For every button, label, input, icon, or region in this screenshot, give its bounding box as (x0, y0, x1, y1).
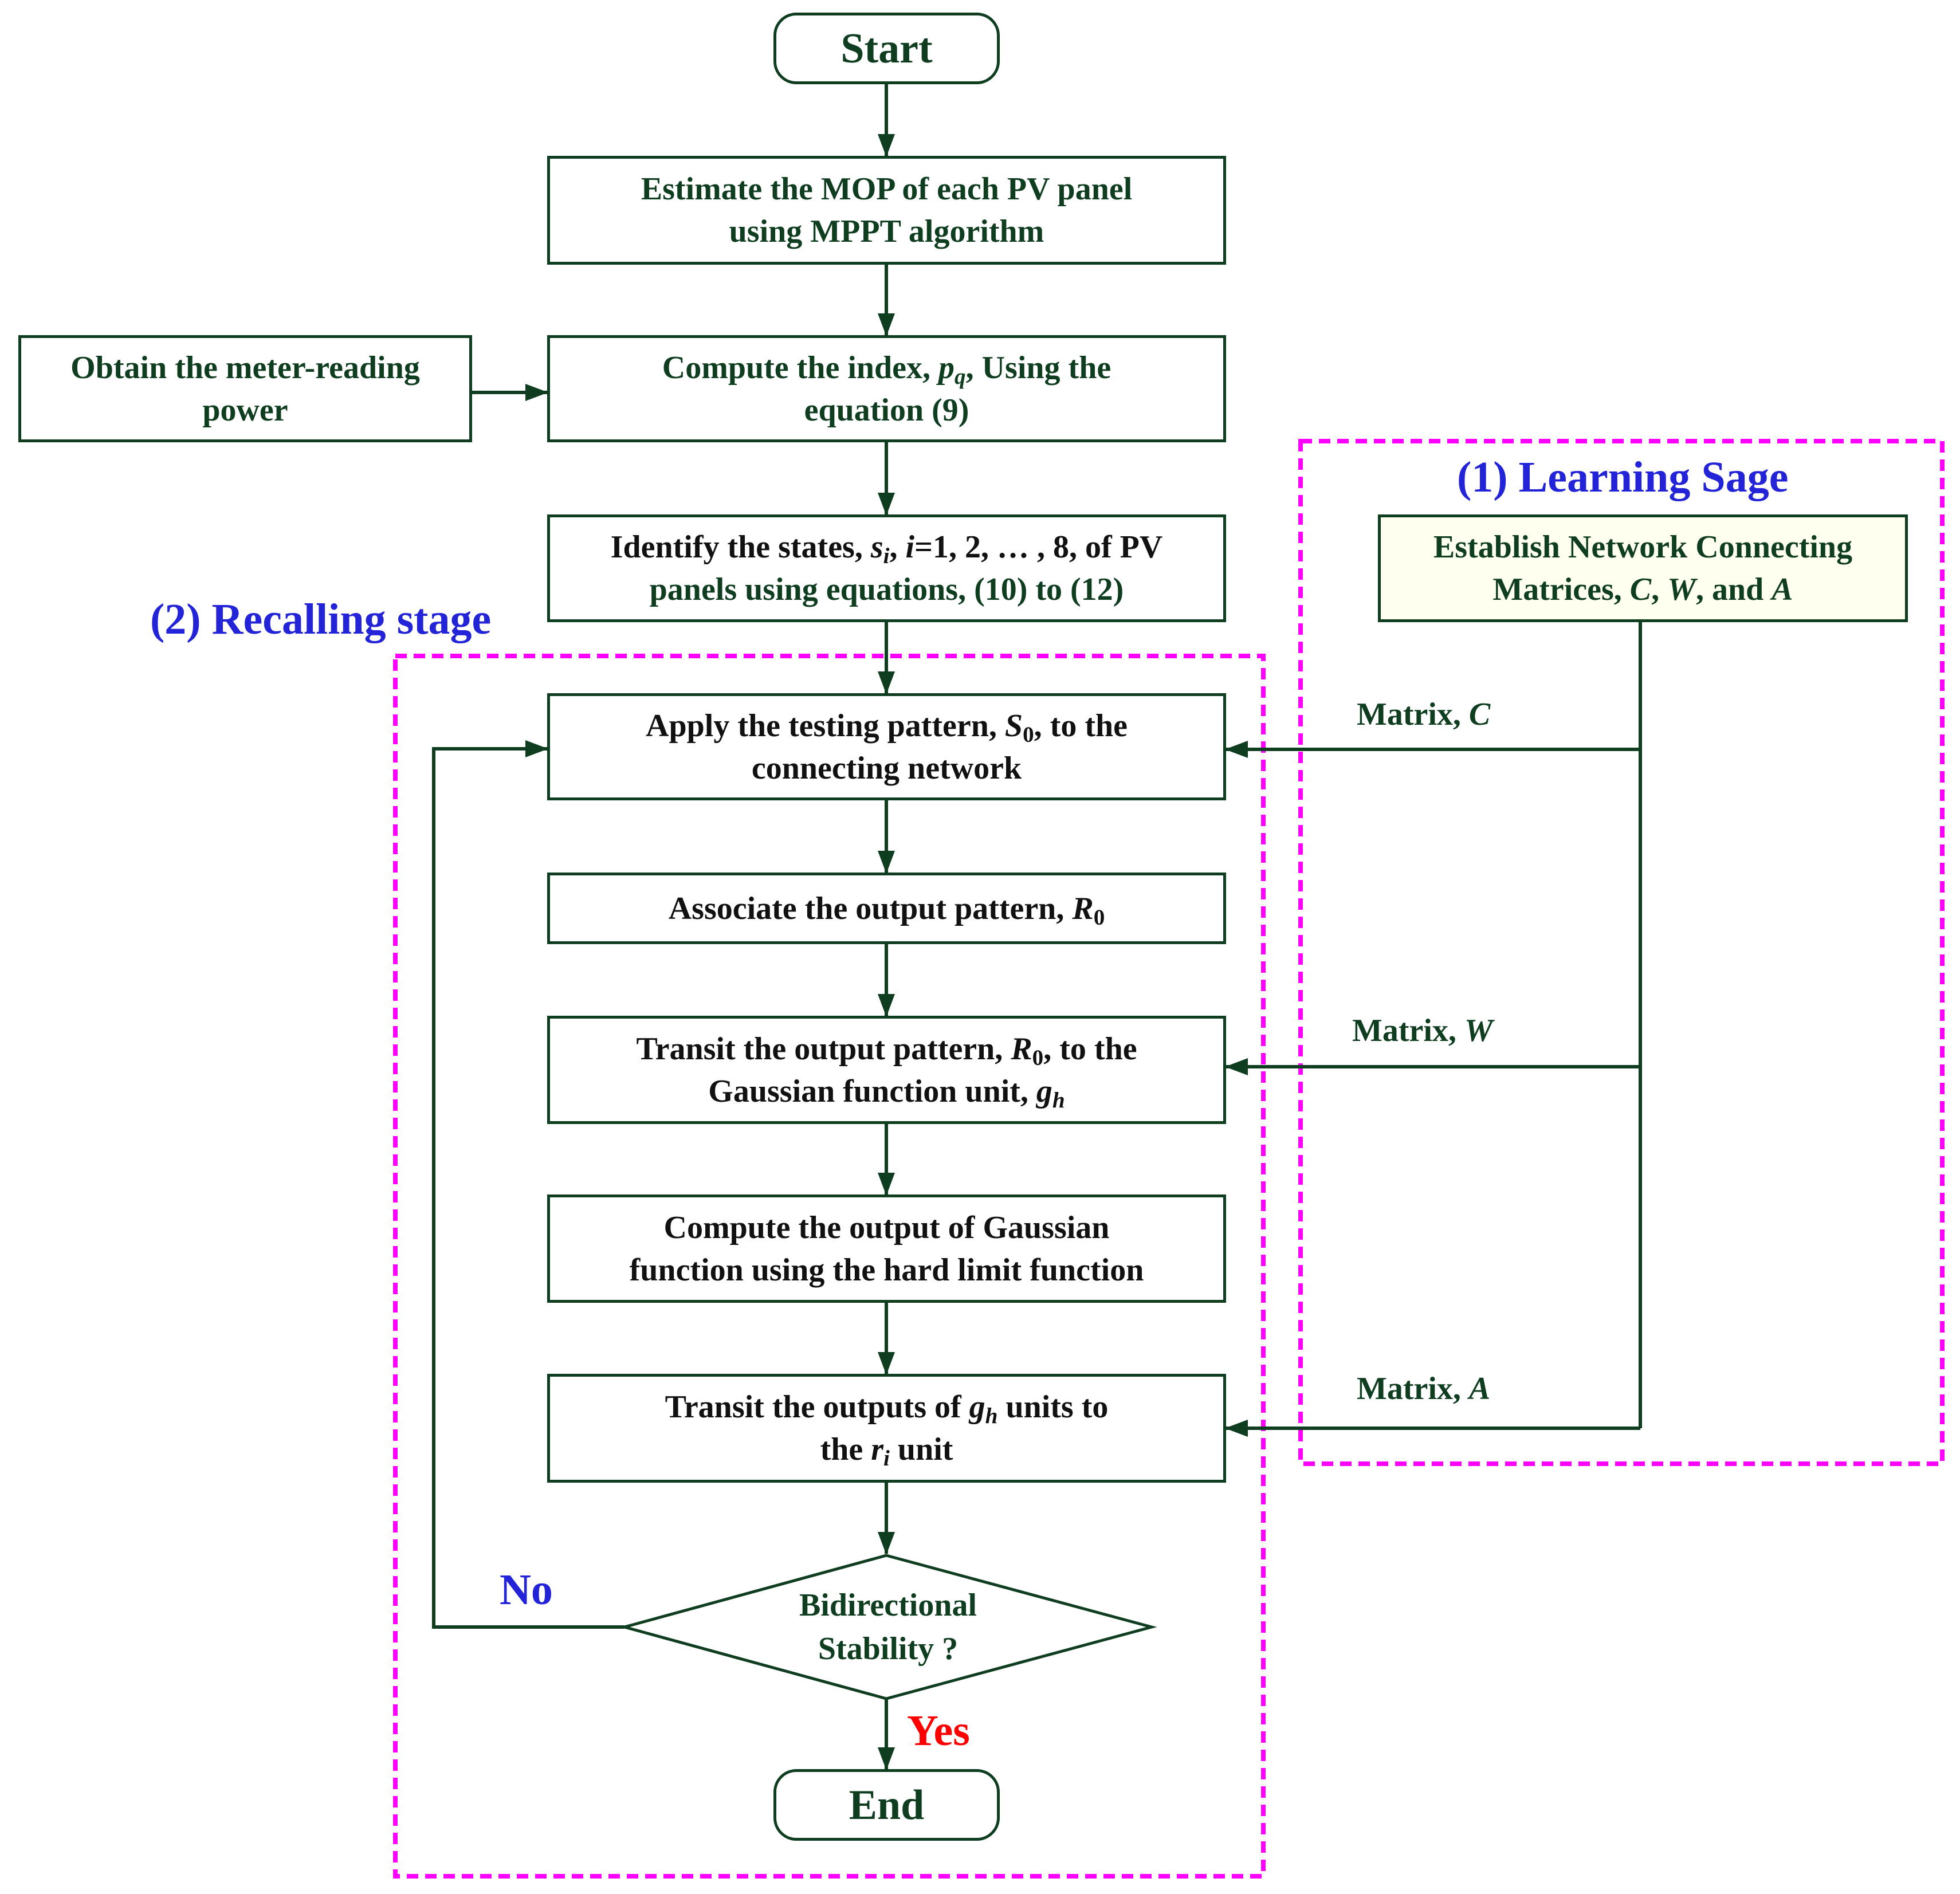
decision-text: Bidirectional Stability ? (624, 1555, 1152, 1699)
estimate-line1: Estimate the MOP of each PV panel (641, 171, 1133, 207)
transit-gaussian-box: Transit the output pattern, R0, to the G… (547, 1016, 1226, 1124)
learning-stage-region (1298, 439, 1945, 1466)
estimate-mop-box: Estimate the MOP of each PV panel using … (547, 156, 1226, 265)
compute-gaussian-line1: Compute the output of Gaussian (663, 1209, 1110, 1245)
associate-output-box: Associate the output pattern, R0 (547, 873, 1226, 944)
apply-pattern-box: Apply the testing pattern, S0, to the co… (547, 693, 1226, 800)
establish-matrices-box: Establish Network Connecting Matrices, C… (1378, 514, 1908, 622)
no-label: No (500, 1566, 553, 1614)
estimate-line2: using MPPT algorithm (729, 214, 1044, 249)
end-terminal: End (773, 1769, 1000, 1841)
matrix-a-label: Matrix, A (1357, 1371, 1491, 1406)
apply-line2: connecting network (751, 750, 1022, 786)
compute-gaussian-box: Compute the output of Gaussian function … (547, 1194, 1226, 1303)
identify-line2: panels using equations, (10) to (12) (649, 572, 1124, 607)
establish-line1: Establish Network Connecting (1433, 529, 1853, 565)
compute-gaussian-line2: function using the hard limit function (629, 1252, 1144, 1288)
learning-stage-title: (1) Learning Sage (1457, 453, 1789, 501)
meter-reading-box: Obtain the meter-reading power (18, 335, 472, 442)
decision-line1: Bidirectional (799, 1587, 977, 1623)
matrix-c-label: Matrix, C (1357, 697, 1491, 732)
meter-line2: power (202, 392, 288, 428)
transit-gaussian-line1: Transit the output pattern, R0, to the (636, 1031, 1137, 1070)
establish-line2: Matrices, C, W, and A (1492, 572, 1793, 607)
decision-line2: Stability ? (818, 1631, 959, 1667)
compute-index-box: Compute the index, pq, Using the equatio… (547, 335, 1226, 442)
matrix-w-label: Matrix, W (1352, 1013, 1493, 1048)
yes-label: Yes (907, 1707, 970, 1755)
transit-r-line2: the ri unit (820, 1432, 953, 1471)
apply-line1: Apply the testing pattern, S0, to the (646, 708, 1128, 747)
transit-r-line1: Transit the outputs of gh units to (665, 1389, 1109, 1428)
decision-diamond (619, 1554, 1157, 1700)
compute-index-line2: equation (9) (804, 392, 969, 428)
start-terminal: Start (773, 13, 1000, 84)
transit-r-box: Transit the outputs of gh units to the r… (547, 1374, 1226, 1483)
compute-index-line1: Compute the index, pq, Using the (662, 349, 1111, 389)
start-label: Start (840, 25, 933, 72)
transit-gaussian-line2: Gaussian function unit, gh (708, 1073, 1065, 1113)
recalling-stage-region (393, 654, 1266, 1879)
associate-line1: Associate the output pattern, R0 (668, 890, 1105, 930)
meter-line1: Obtain the meter-reading (70, 349, 420, 386)
end-label: End (849, 1781, 925, 1829)
identify-states-box: Identify the states, si, i=1, 2, … , 8, … (547, 514, 1226, 622)
identify-line1: Identify the states, si, i=1, 2, … , 8, … (610, 529, 1163, 568)
recalling-stage-title: (2) Recalling stage (150, 595, 492, 643)
edge-decision-apply-no (432, 740, 624, 1629)
